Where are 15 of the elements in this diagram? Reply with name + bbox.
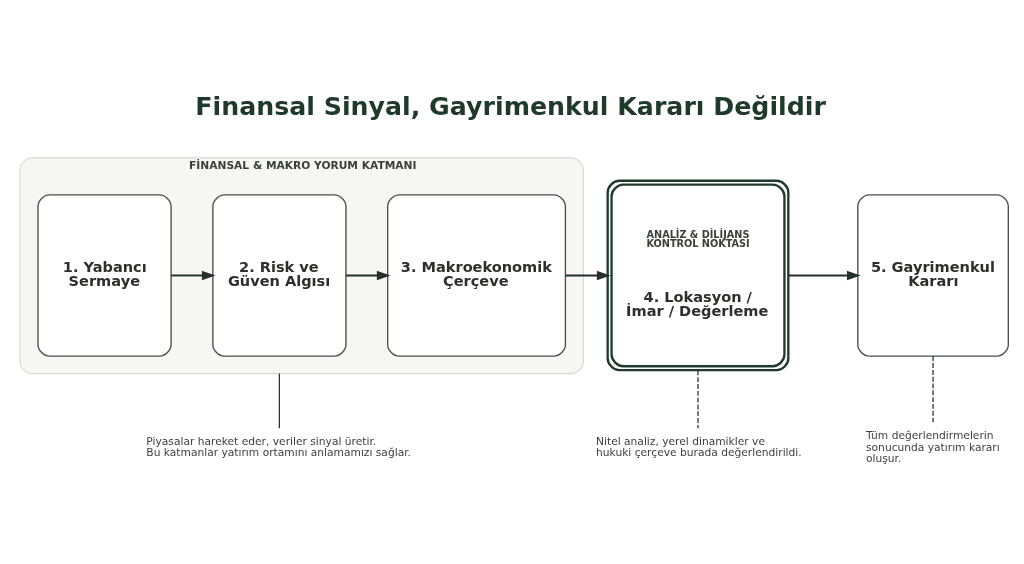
arrow bbox=[170, 270, 216, 280]
node-text: Tüm değerlendirmelerin sonucunda yatırım kararı oluşur. bbox=[866, 428, 1000, 465]
connector bbox=[278, 372, 280, 429]
node-text: Piyasalar hareket eder, veriler sinyal üretir. Bu katmanlar yatırım ortamını anlamamızı sağlar. bbox=[146, 434, 411, 459]
arrow bbox=[787, 270, 861, 280]
node-box: 1. Yabancı Sermaye bbox=[37, 193, 172, 357]
node-box: 2. Risk ve Güven Algısı bbox=[212, 193, 347, 357]
arrow bbox=[345, 270, 391, 280]
connector bbox=[932, 355, 934, 423]
node-text: Nitel analiz, yerel dinamikler ve hukuki çerçeve burada değerlendirildi. bbox=[596, 434, 802, 459]
connector bbox=[697, 369, 699, 429]
node-box: 5. Gayrimenkul Kararı bbox=[857, 193, 1009, 357]
diagram-title: Finansal Sinyal, Gayrimenkul Kararı Değildir bbox=[195, 91, 826, 121]
arrow bbox=[564, 270, 611, 280]
node-box: 3. Makroekonomik Çerçeve bbox=[387, 193, 567, 357]
